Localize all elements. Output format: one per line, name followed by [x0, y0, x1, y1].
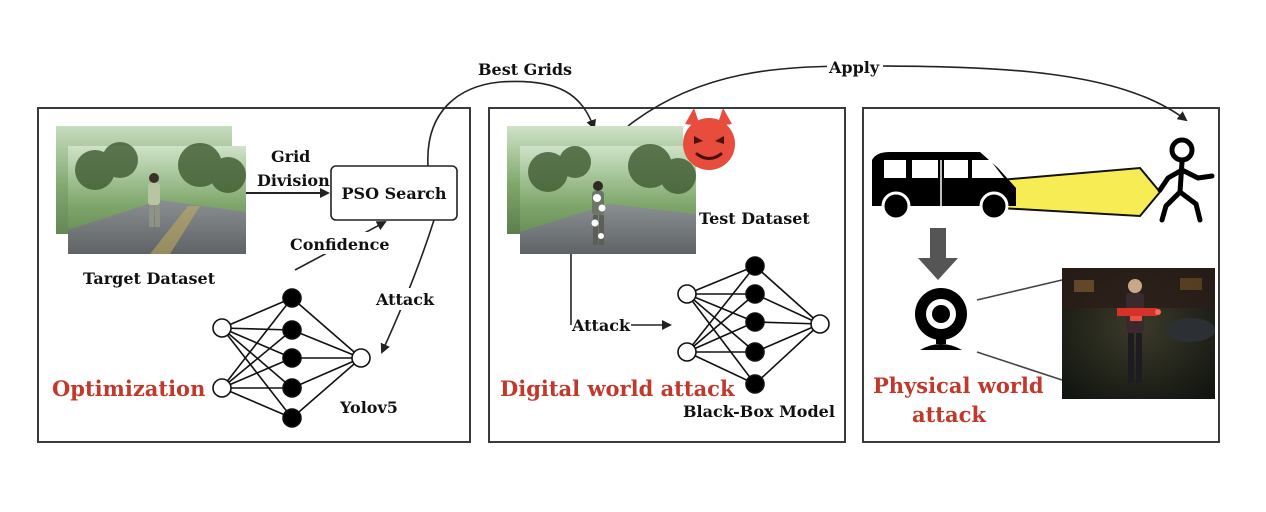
- patched-person: [591, 181, 606, 245]
- digital-attack-panel: [488, 107, 846, 443]
- best-grids-label: Best Grids: [478, 60, 572, 79]
- webcam-icon: [915, 288, 967, 350]
- apply-label: Apply: [828, 58, 880, 77]
- digital-attack-label: Attack: [571, 316, 631, 335]
- black-box-model-label: Black-Box Model: [683, 402, 835, 421]
- target-dataset-label: Target Dataset: [83, 269, 216, 288]
- optimization-panel: [37, 107, 471, 443]
- grid-division-label-1: Grid: [271, 147, 310, 166]
- physical-attack-title-1: Physical world: [873, 373, 1044, 398]
- headlight-beam-icon: [999, 166, 1162, 218]
- target-dataset-images: [56, 126, 246, 254]
- walking-person: [148, 173, 160, 227]
- optimization-title: Optimization: [52, 376, 205, 401]
- pso-search-label: PSO Search: [342, 184, 447, 203]
- pso-search-box: [330, 165, 458, 221]
- black-box-network: [677, 256, 830, 394]
- yolov5-network: [212, 288, 371, 428]
- devil-face-icon: [683, 108, 735, 170]
- webcam-link-bottom: [976, 351, 1063, 381]
- grid-division-label-2: Division: [257, 171, 330, 190]
- apply-arrow: [627, 65, 1188, 127]
- optimization-attack-label: Attack: [375, 290, 435, 309]
- test-dataset-label: Test Dataset: [699, 209, 810, 228]
- physical-attack-photo: [1062, 268, 1215, 399]
- down-arrow-icon: [918, 228, 958, 280]
- running-person-icon: [1157, 137, 1215, 223]
- optimization-attack-arrow: [380, 219, 435, 354]
- confidence-label: Confidence: [290, 235, 390, 254]
- best-grids-arrow: [427, 80, 596, 167]
- yolov5-label: Yolov5: [339, 398, 398, 417]
- car-icon: [872, 152, 1016, 221]
- test-dataset-images: [507, 126, 696, 254]
- physical-attack-title-2: attack: [912, 402, 986, 427]
- webcam-link-top: [976, 279, 1063, 301]
- digital-attack-title: Digital world attack: [500, 376, 735, 401]
- physical-attack-panel: [862, 107, 1220, 443]
